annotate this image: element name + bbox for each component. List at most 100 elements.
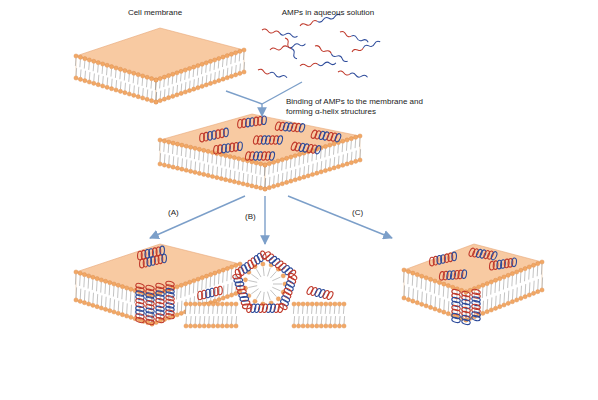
lipid-head [229,302,233,306]
lipid-head [82,273,86,277]
membrane-surface [404,244,542,292]
lipid-tail [126,303,128,314]
lipid-head [428,277,432,281]
helix-turn [237,142,243,151]
lipid-head [437,280,441,284]
peptide-segment [262,29,280,35]
lipid-tail [508,291,510,302]
lipid-head [99,278,103,282]
lipid-tail [542,277,544,288]
lipid-head [301,302,305,306]
lipid-tail [256,176,258,185]
lipid-tail [151,298,153,309]
lipid-tail [130,305,132,316]
peptide-segment [339,31,351,38]
lipid-tail [212,166,214,175]
lipid-head [91,303,95,307]
lipid-head [192,279,196,283]
lipid-head [424,276,428,280]
lipid-head [208,59,212,63]
lipid-tail [147,297,149,308]
lipid-head [323,144,327,148]
lipid-tail [272,277,280,281]
lipid-head [129,287,133,291]
lipid-head [127,70,131,74]
lipid-head [129,315,133,319]
lipid-tail [225,158,227,167]
lipid-head [220,302,224,306]
alpha-helix [306,286,334,301]
helix-turn [314,145,322,155]
lipid-tail [429,281,431,292]
helix-turn [310,144,318,154]
lipid-head [202,324,206,328]
lipid-tail [221,168,223,177]
lipid-tail [490,284,492,295]
lipid-tail [294,316,296,324]
lipid-head [78,271,82,275]
lipid-head [276,183,280,187]
lipid-tail [257,291,262,299]
lipid-head [87,274,91,278]
lipid-head [332,142,336,146]
lipid-tail [272,287,280,291]
lipid-tail [270,290,276,297]
lipid-head [333,302,337,306]
lipid-tail [180,287,182,298]
lipid-head [502,275,506,279]
lipid-tail [134,293,136,304]
lipid-tail [243,173,245,182]
alpha-helix [213,142,243,155]
lipid-head [189,169,193,173]
lipid-tail [290,170,292,179]
flow-arrow [150,196,245,238]
lipid-tail [303,166,305,175]
lipid-tail [235,306,237,314]
lipid-tail [97,294,99,305]
alpha-helix [198,286,223,300]
lipid-tail [168,155,170,164]
lipid-head [200,62,204,66]
lipid-tail [222,272,224,283]
lipid-tail [541,264,543,275]
lipid-head [78,55,82,59]
lipid-tail [251,274,258,279]
lipid-head [272,160,276,164]
lipid-head [328,143,332,147]
lipid-head [242,70,246,74]
lipid-tail [491,297,493,308]
lipid-tail [243,52,245,60]
lipid-tail [342,143,344,152]
lipid-head [202,302,206,306]
lipid-tail [172,86,174,94]
lipid-tail [263,267,265,276]
lipid-head [175,285,179,289]
lipid-tail [206,75,208,83]
lipid-head [229,324,233,328]
lipid-head [263,187,267,191]
lipid-head [358,158,362,162]
lipid-head [105,63,109,67]
lipid-tail [209,63,211,71]
lipid-head [74,54,78,58]
lipid-tail [210,74,212,82]
lipid-tail [102,66,104,74]
lipid-head [489,308,493,312]
lipid-tail [146,79,148,87]
lipid-tail [325,306,327,314]
lipid-tail [330,316,332,324]
lipid-tail [189,81,191,89]
lipid-head [433,307,437,311]
lipid-head [225,54,229,58]
lipid-head [230,265,234,269]
lipid-head [101,62,105,66]
lipid-tail [104,283,106,294]
lipid-tail [173,156,175,165]
lipid-head [519,296,523,300]
lipid-tail [222,59,224,67]
lipid-tail [299,168,301,177]
lipid-tail [494,282,496,293]
lipid-tail [421,292,423,303]
lipid-head [523,267,527,271]
lipid-tail [227,68,229,76]
